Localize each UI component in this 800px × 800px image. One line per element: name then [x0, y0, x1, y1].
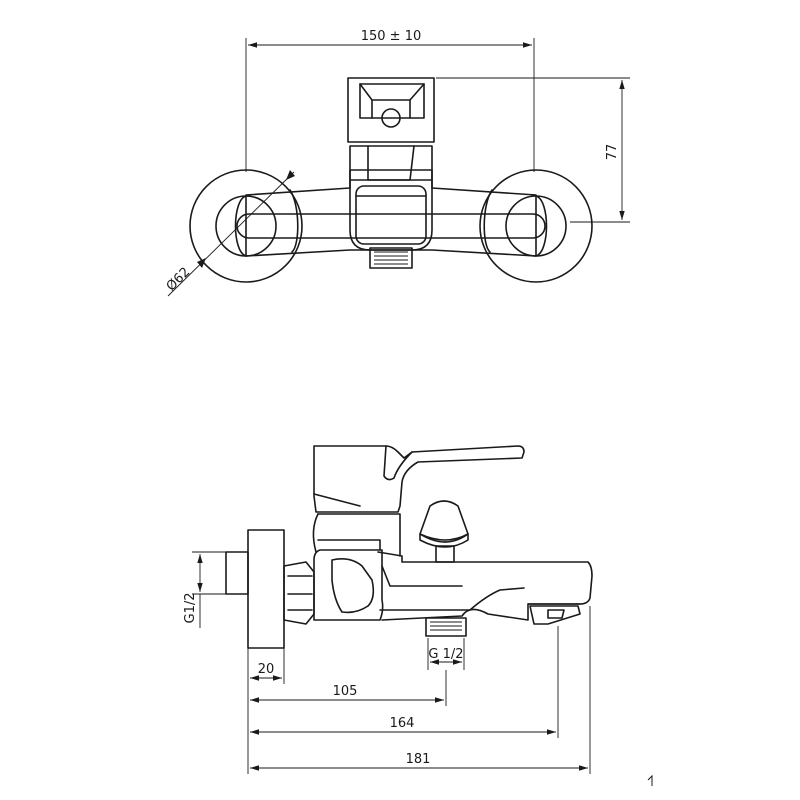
dimension-164: 164 — [250, 716, 556, 735]
lever-handle-side — [313, 445, 525, 513]
dimension-thread-bottom: G 1/2 — [427, 638, 465, 670]
top-view: 150 ± 10 77 Ø62 — [164, 29, 630, 297]
corner-mark — [647, 774, 653, 786]
spout — [377, 551, 593, 621]
dimension-thread-bottom-label: G 1/2 — [428, 647, 463, 662]
threaded-outlet-side — [425, 617, 467, 637]
dimension-width-label: 150 ± 10 — [361, 29, 422, 44]
lever-handle-top — [347, 77, 435, 143]
dimension-105-label: 105 — [333, 684, 358, 699]
side-view: G1/2 G 1/2 20 105 164 — [183, 445, 593, 774]
diverter-knob — [419, 500, 469, 563]
dimension-105: 105 — [250, 684, 444, 703]
dimension-width: 150 ± 10 — [245, 29, 535, 172]
threaded-outlet-top — [369, 247, 413, 269]
mixer-body-side — [312, 513, 401, 621]
dimension-thread-left-label: G1/2 — [183, 593, 198, 624]
hex-nut — [283, 561, 315, 625]
dimension-height: 77 — [436, 77, 630, 223]
eccentric-connector — [225, 529, 285, 649]
dimension-181: 181 — [250, 752, 588, 771]
dimension-diameter-label: Ø62 — [164, 265, 194, 295]
dimension-thread-left: G1/2 — [183, 551, 226, 628]
dimension-181-label: 181 — [406, 752, 431, 767]
dimension-20: 20 — [250, 662, 282, 681]
central-cartridge — [349, 145, 433, 251]
dimension-164-label: 164 — [390, 716, 415, 731]
dimension-height-label: 77 — [605, 144, 620, 161]
aerator — [529, 605, 581, 625]
dimension-20-label: 20 — [258, 662, 275, 677]
